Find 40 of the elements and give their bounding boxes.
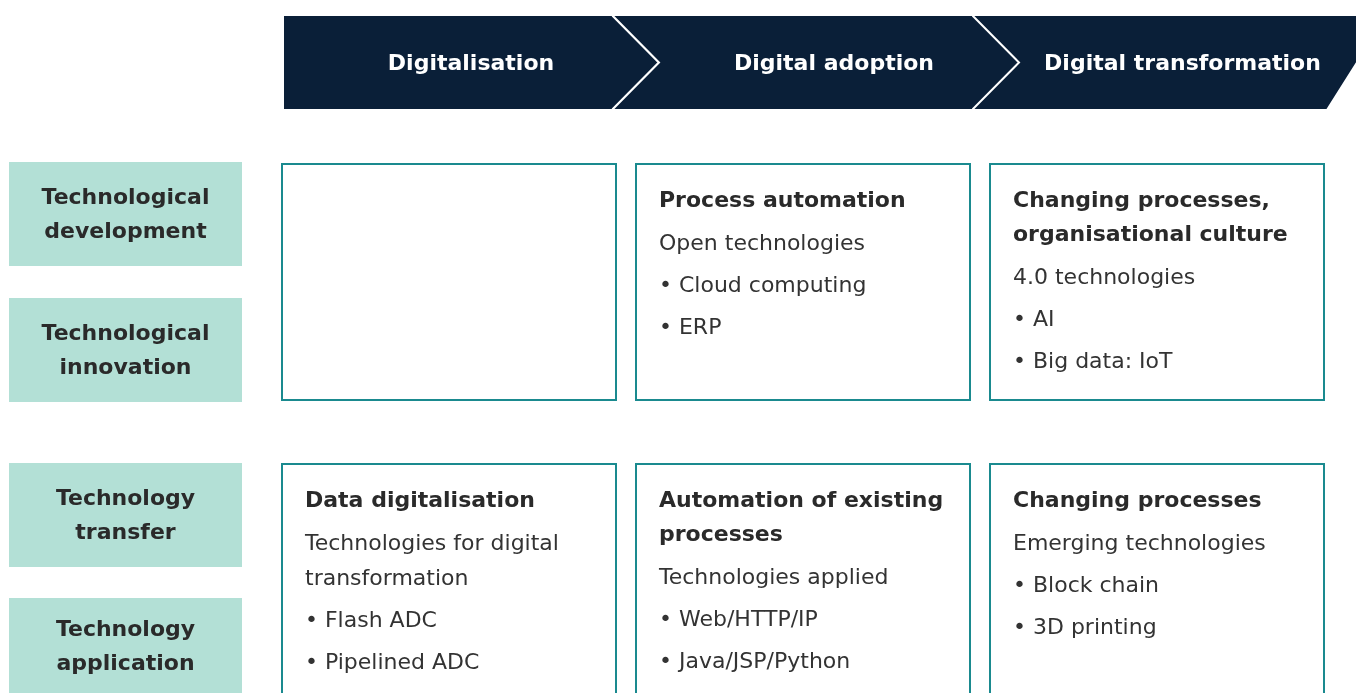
content-box <box>281 463 617 693</box>
content-box <box>989 163 1325 401</box>
chevron-banner <box>972 15 1357 110</box>
list-item: • 3D printing <box>1013 613 1158 641</box>
empty-box <box>281 163 617 401</box>
list-item: • Pipelined ADC <box>305 648 481 676</box>
content-box <box>635 463 971 693</box>
box-subheading: Emerging technologies <box>1013 529 1267 557</box>
list-item: • AI <box>1013 305 1056 333</box>
chevron-banner <box>612 15 1020 110</box>
row-label-box <box>9 162 242 266</box>
stage-title: Digital adoption <box>734 50 934 75</box>
chevron-banner <box>283 15 659 110</box>
box-subheading: Technologies applied <box>659 563 890 591</box>
box-heading: Process automation <box>659 186 907 214</box>
row-label: Technological development <box>40 183 211 245</box>
content-box <box>635 163 971 401</box>
list-item: • ERP <box>659 313 723 341</box>
row-label-box <box>9 463 242 567</box>
stage-title: Digital transformation <box>1044 50 1321 75</box>
list-item: • Flash ADC <box>305 606 438 634</box>
content-box <box>989 463 1325 693</box>
box-heading: Data digitalisation <box>305 486 536 514</box>
list-item: • Block chain <box>1013 571 1161 599</box>
box-subheading: Open technologies <box>659 229 866 257</box>
box-heading: Changing processes <box>1013 486 1263 514</box>
row-label: Technology transfer <box>54 484 197 546</box>
box-subheading: Technologies for digital transformation <box>305 529 560 592</box>
row-label: Technology application <box>54 614 197 677</box>
list-item: • Big data: IoT <box>1013 347 1174 375</box>
row-label-box <box>9 598 242 693</box>
box-heading: Automation of existing processes <box>659 486 945 548</box>
list-item: • Web/HTTP/IP <box>659 605 819 633</box>
list-item: • Cloud computing <box>659 271 868 299</box>
list-item: • Java/JSP/Python <box>659 647 852 675</box>
row-label-box <box>9 298 242 402</box>
stage-title: Digitalisation <box>387 50 555 75</box>
box-heading: Changing processes, organisational culture <box>1013 186 1289 248</box>
box-subheading: 4.0 technologies <box>1013 263 1197 291</box>
row-label: Technological innovation <box>40 319 211 381</box>
